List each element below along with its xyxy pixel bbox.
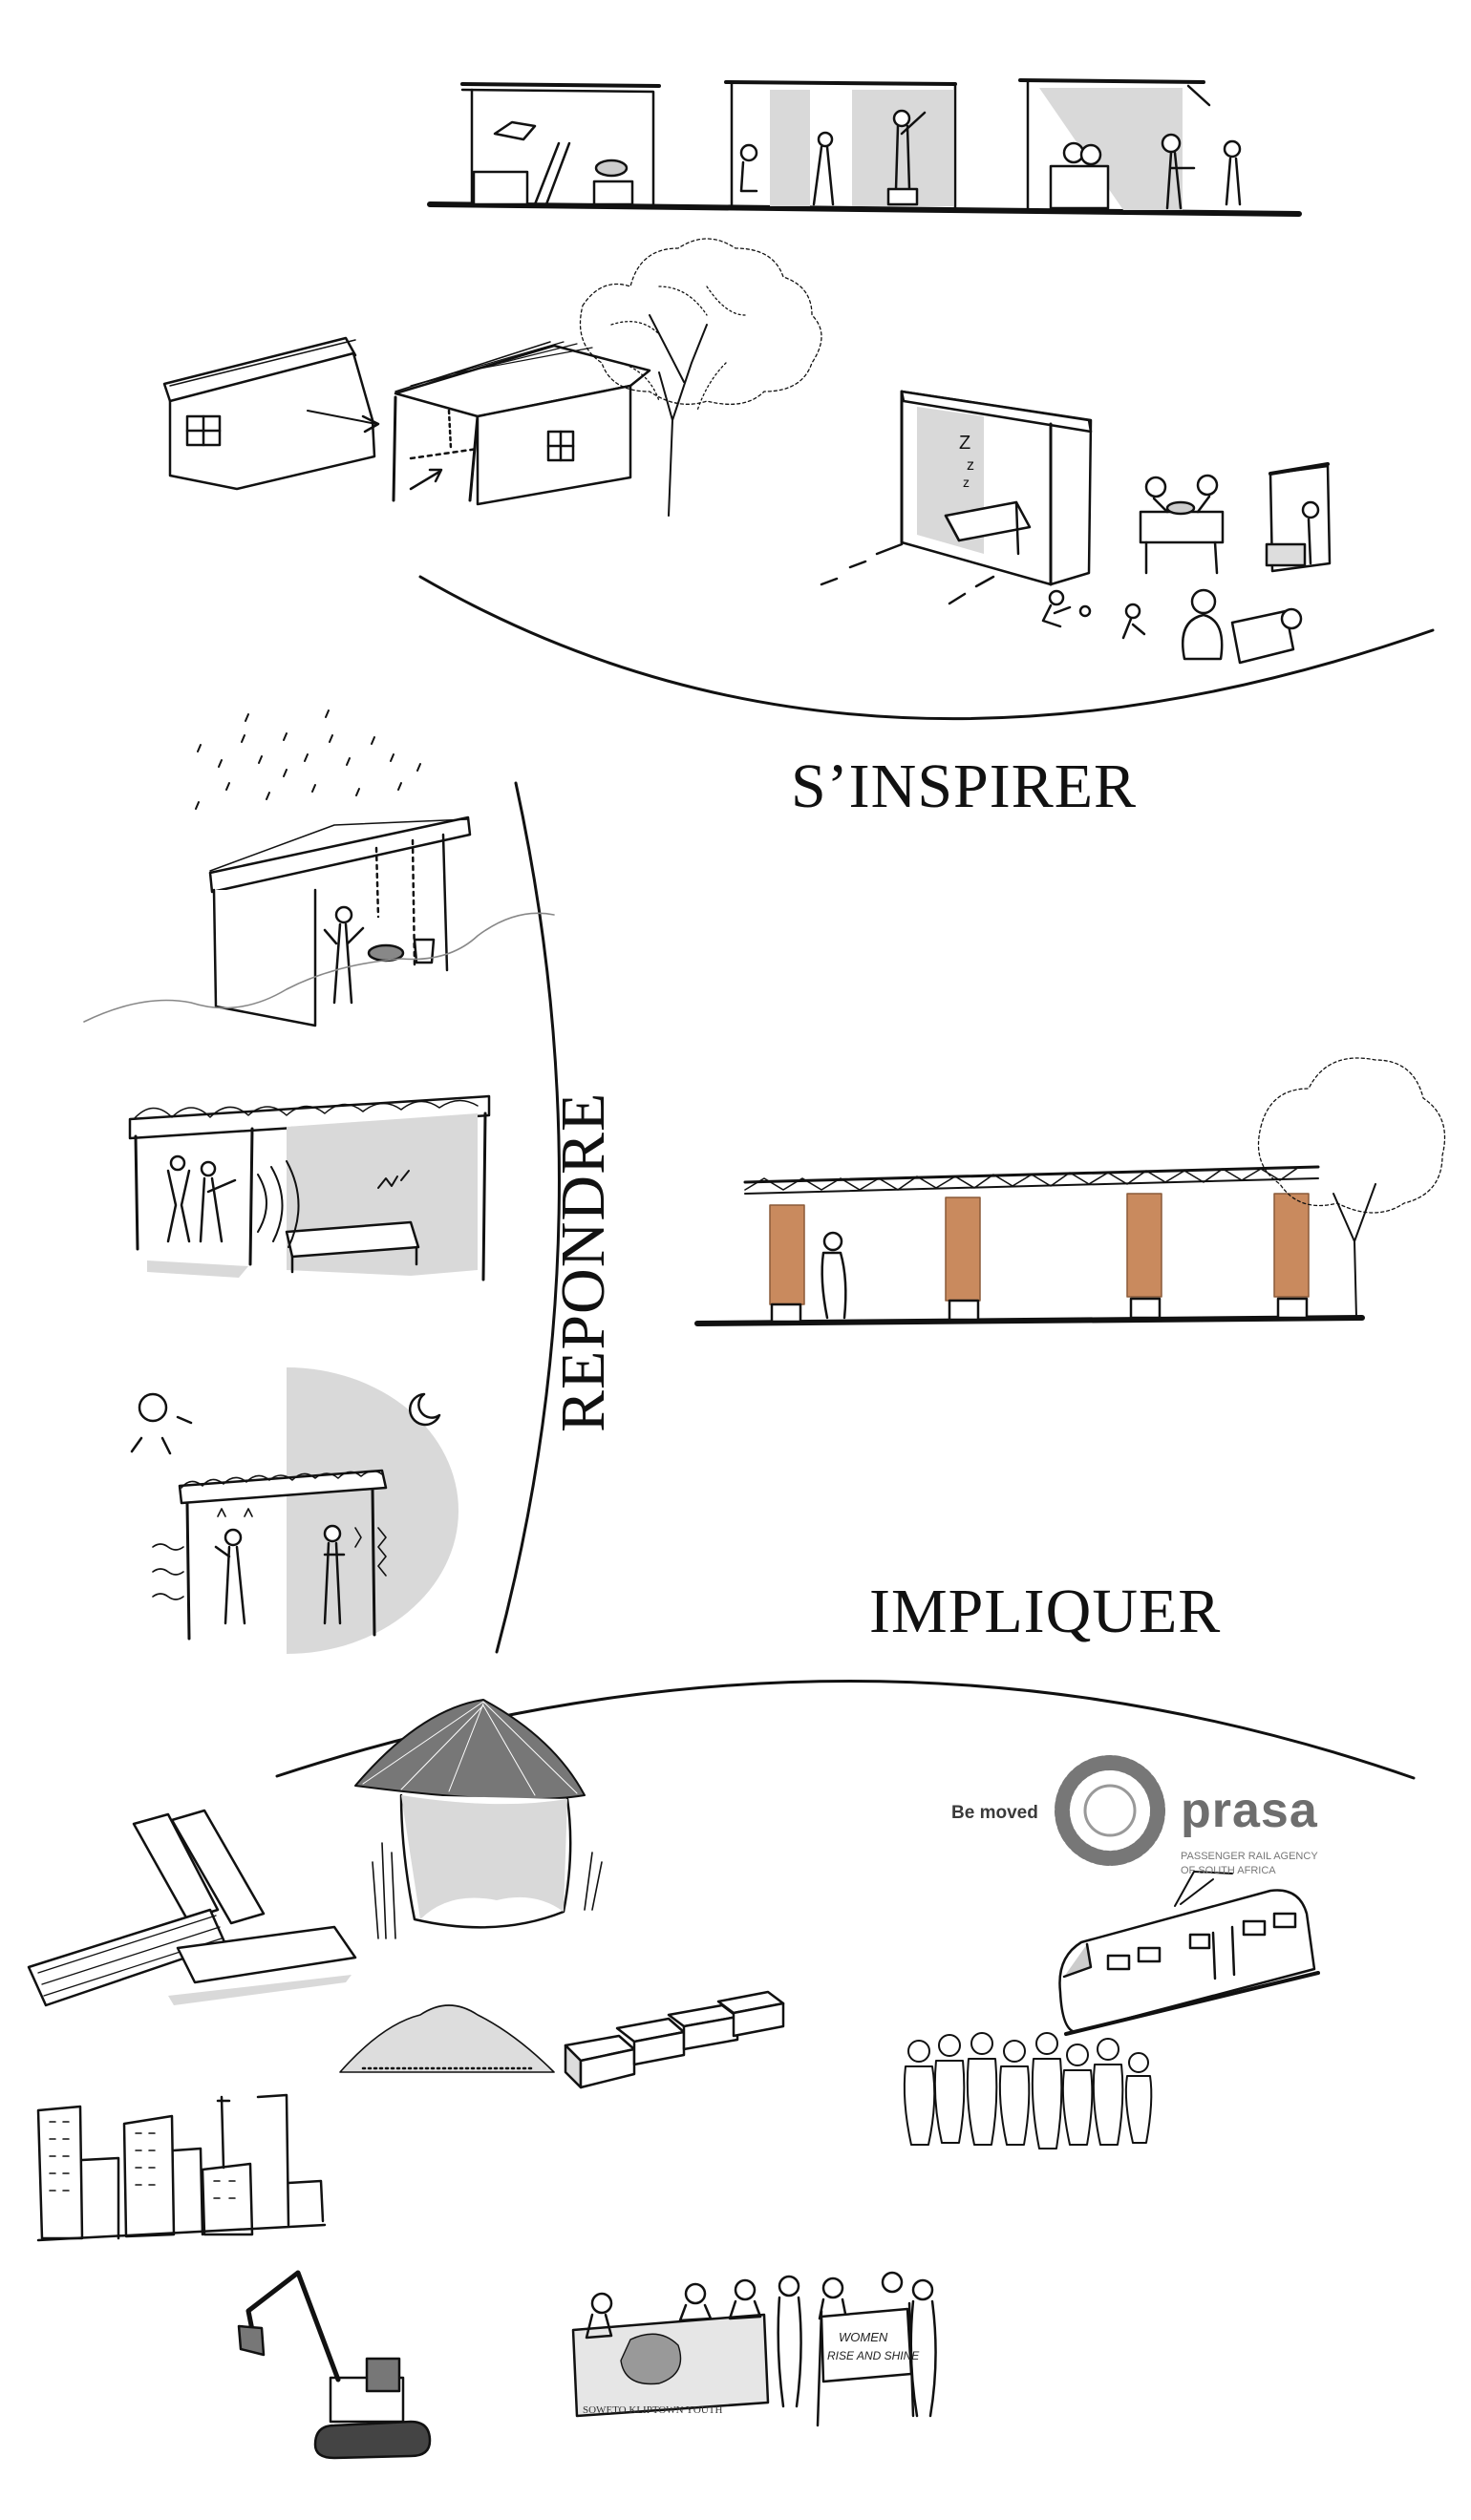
shop-3 xyxy=(1018,78,1242,210)
banner-right-text-line-1: WOMEN xyxy=(839,2330,888,2344)
svg-text:z: z xyxy=(967,457,974,474)
banner-left-text: SOWETO KLIPTOWN YOUTH xyxy=(583,2404,723,2416)
materials-sketch xyxy=(27,1699,785,2460)
community-group-sketch xyxy=(903,2032,1153,2149)
city-skyline-sketch xyxy=(36,2093,327,2242)
heading-inspirer: S’INSPIRER xyxy=(791,752,1138,821)
pavilion-sketch xyxy=(694,1057,1446,1326)
logo-tagline: Be moved xyxy=(951,1803,1038,1823)
logo-subtitle-line-2: OF SOUTH AFRICA xyxy=(1181,1865,1276,1876)
heading-impliquer: IMPLIQUER xyxy=(869,1577,1222,1646)
tree-icon xyxy=(1257,1057,1446,1319)
prasa-logo-icon xyxy=(1055,1755,1165,1866)
shack-activities-sketch: Z z z xyxy=(820,390,1332,665)
shop-2 xyxy=(724,80,957,210)
shack-extension-sketch xyxy=(162,336,651,506)
noise-shelter-sketch xyxy=(128,1094,491,1281)
shop-1 xyxy=(460,82,661,206)
tree-icon xyxy=(579,238,822,517)
logo-name: prasa xyxy=(1181,1783,1318,1838)
logo-subtitle-line-1: PASSENGER RAIL AGENCY xyxy=(1181,1851,1318,1862)
shops-section-sketch xyxy=(427,78,1302,217)
banner-right-text-line-2: RISE AND SHINE xyxy=(827,2349,920,2362)
svg-text:Z: Z xyxy=(959,433,970,454)
excavator-icon xyxy=(237,2270,432,2460)
banner-group-sketch xyxy=(571,2271,937,2427)
partners-sketch xyxy=(571,1755,1320,2427)
sun-icon xyxy=(138,1392,168,1423)
heading-repondre: REPONDRE xyxy=(548,1091,618,1432)
svg-text:z: z xyxy=(963,475,970,490)
arc-inspirer xyxy=(418,575,1435,721)
arc-repondre xyxy=(495,781,561,1654)
moon-icon xyxy=(408,1392,441,1427)
timber-column xyxy=(769,1204,805,1305)
thermal-shelter-sketch xyxy=(130,1367,458,1654)
train-icon xyxy=(1058,1871,1320,2036)
rain-shelter-sketch xyxy=(83,709,555,1027)
rain-icon xyxy=(195,709,421,810)
